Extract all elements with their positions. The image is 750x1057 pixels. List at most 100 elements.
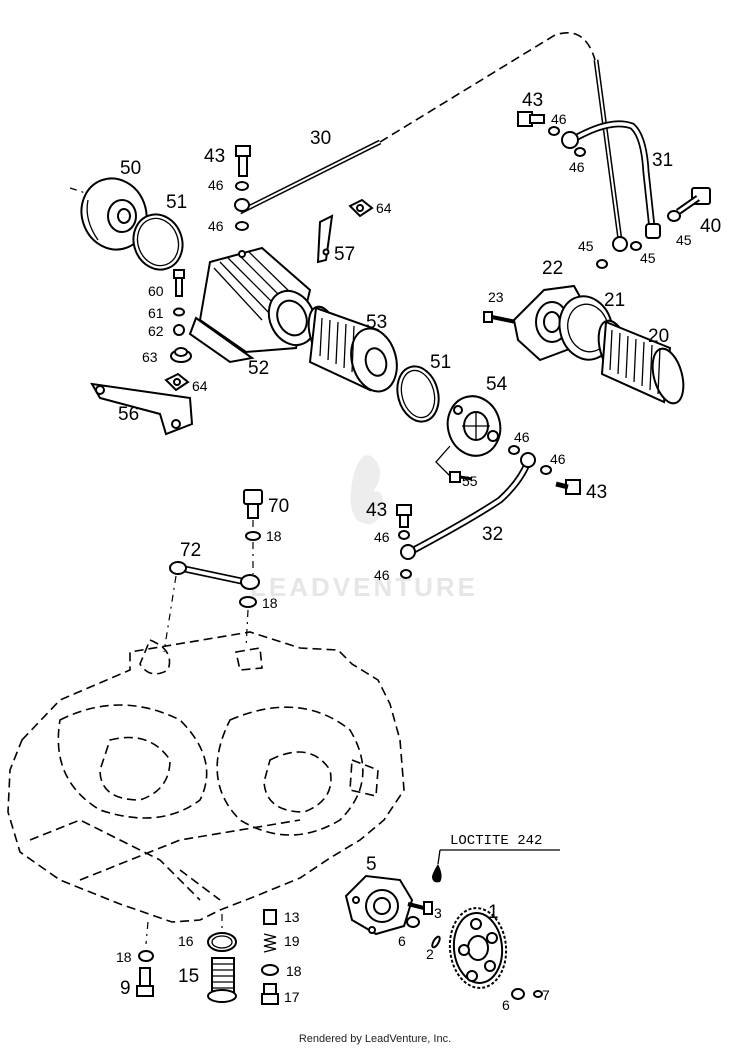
- label-64: 64: [376, 200, 392, 216]
- label-46: 46: [208, 177, 224, 193]
- label-18: 18: [286, 963, 302, 979]
- banjo-bolt-40[interactable]: [675, 187, 711, 215]
- filter-cover-50[interactable]: [69, 169, 156, 259]
- washer-46[interactable]: [540, 465, 552, 475]
- oil-filter-53[interactable]: [303, 303, 403, 396]
- oil-line-31[interactable]: [561, 120, 661, 239]
- bolt-23[interactable]: [483, 311, 517, 324]
- label-60: 60: [148, 283, 164, 299]
- plug-13[interactable]: [263, 909, 277, 925]
- label-17: 17: [284, 989, 300, 1005]
- part-labels: 43 46 46 30 50 51 43 46 46 31 40 45 45 4…: [116, 90, 721, 1013]
- washer-46[interactable]: [574, 147, 586, 157]
- banjo-bolt-43-top-right[interactable]: [517, 111, 545, 127]
- label-19: 19: [284, 933, 300, 949]
- label-32: 32: [482, 524, 503, 545]
- label-23: 23: [488, 289, 504, 305]
- label-43: 43: [366, 500, 387, 521]
- washer-46[interactable]: [548, 126, 560, 136]
- oil-line-30[interactable]: [238, 32, 628, 252]
- footer-credit: Rendered by LeadVenture, Inc.: [298, 1033, 452, 1045]
- label-46: 46: [374, 567, 390, 583]
- washer-18[interactable]: [261, 964, 279, 976]
- label-1: 1: [488, 902, 499, 923]
- filter-housing-52[interactable]: [188, 246, 324, 364]
- label-40: 40: [700, 216, 721, 237]
- oil-screen-15[interactable]: [207, 957, 237, 1003]
- label-45: 45: [578, 238, 594, 254]
- oil-filter-20[interactable]: [593, 317, 689, 406]
- plug-17[interactable]: [261, 983, 279, 1005]
- washer-18[interactable]: [239, 596, 257, 608]
- label-53: 53: [366, 312, 387, 333]
- label-56: 56: [118, 404, 139, 425]
- label-9: 9: [120, 978, 131, 999]
- label-72: 72: [180, 540, 201, 561]
- label-50: 50: [120, 158, 141, 179]
- banjo-bolt-70[interactable]: [243, 489, 263, 519]
- washer-45[interactable]: [596, 259, 608, 269]
- label-21: 21: [604, 290, 625, 311]
- label-43: 43: [522, 90, 543, 111]
- washer-18[interactable]: [138, 950, 154, 962]
- label-63: 63: [142, 349, 158, 365]
- washer-61[interactable]: [173, 307, 185, 317]
- mounting-plate-56[interactable]: [90, 382, 194, 436]
- washer-18[interactable]: [245, 531, 261, 541]
- spring-19[interactable]: [263, 933, 277, 953]
- label-46: 46: [208, 218, 224, 234]
- label-43: 43: [204, 146, 225, 167]
- washer-45[interactable]: [630, 241, 642, 251]
- label-45: 45: [640, 250, 656, 266]
- svg-text:LEADVENTURE: LEADVENTURE: [250, 572, 478, 602]
- filter-cover-54[interactable]: [441, 390, 507, 461]
- label-18: 18: [262, 595, 278, 611]
- label-46: 46: [514, 429, 530, 445]
- drain-plug-9[interactable]: [136, 967, 154, 997]
- label-62: 62: [148, 323, 164, 339]
- oil-line-32[interactable]: [400, 452, 536, 560]
- label-13: 13: [284, 909, 300, 925]
- washer-46[interactable]: [508, 445, 520, 455]
- washer-6[interactable]: [406, 916, 420, 928]
- pump-gear-1[interactable]: [447, 906, 510, 991]
- screw-3[interactable]: [407, 901, 433, 915]
- washer-46[interactable]: [235, 181, 249, 191]
- bolt-60[interactable]: [173, 269, 185, 297]
- banjo-fitting[interactable]: [234, 198, 250, 212]
- label-46: 46: [569, 159, 585, 175]
- banjo-bolt-43-right[interactable]: [555, 479, 581, 495]
- label-51: 51: [430, 352, 451, 373]
- washer-46[interactable]: [398, 530, 410, 540]
- bracket-57[interactable]: [316, 214, 334, 264]
- o-ring-51[interactable]: [126, 207, 190, 276]
- label-22: 22: [542, 258, 563, 279]
- pin-2[interactable]: [431, 935, 441, 949]
- oil-pump-5[interactable]: [344, 874, 414, 936]
- banjo-bolt-43-lower[interactable]: [396, 504, 412, 528]
- label-43: 43: [586, 482, 607, 503]
- label-2: 2: [426, 946, 434, 962]
- label-6: 6: [502, 997, 510, 1013]
- label-5: 5: [366, 854, 377, 875]
- o-ring-51[interactable]: [391, 362, 444, 426]
- clip-7[interactable]: [533, 990, 543, 998]
- label-70: 70: [268, 496, 289, 517]
- washer-46[interactable]: [400, 569, 412, 579]
- nut-64[interactable]: [348, 198, 374, 218]
- label-54: 54: [486, 374, 508, 395]
- oil-line-72[interactable]: [169, 561, 260, 590]
- banjo-bolt-43-top-left[interactable]: [235, 145, 251, 177]
- washer-6[interactable]: [511, 988, 525, 1000]
- label-64: 64: [192, 378, 208, 394]
- label-30: 30: [310, 128, 331, 149]
- label-15: 15: [178, 966, 199, 987]
- nut-64[interactable]: [164, 372, 190, 392]
- spacer-62[interactable]: [173, 324, 185, 336]
- washer-45[interactable]: [667, 210, 681, 222]
- washer-46[interactable]: [235, 221, 249, 231]
- bolt-55[interactable]: [435, 445, 473, 483]
- grommet-63[interactable]: [170, 347, 192, 363]
- engine-crankcase: [7, 631, 405, 923]
